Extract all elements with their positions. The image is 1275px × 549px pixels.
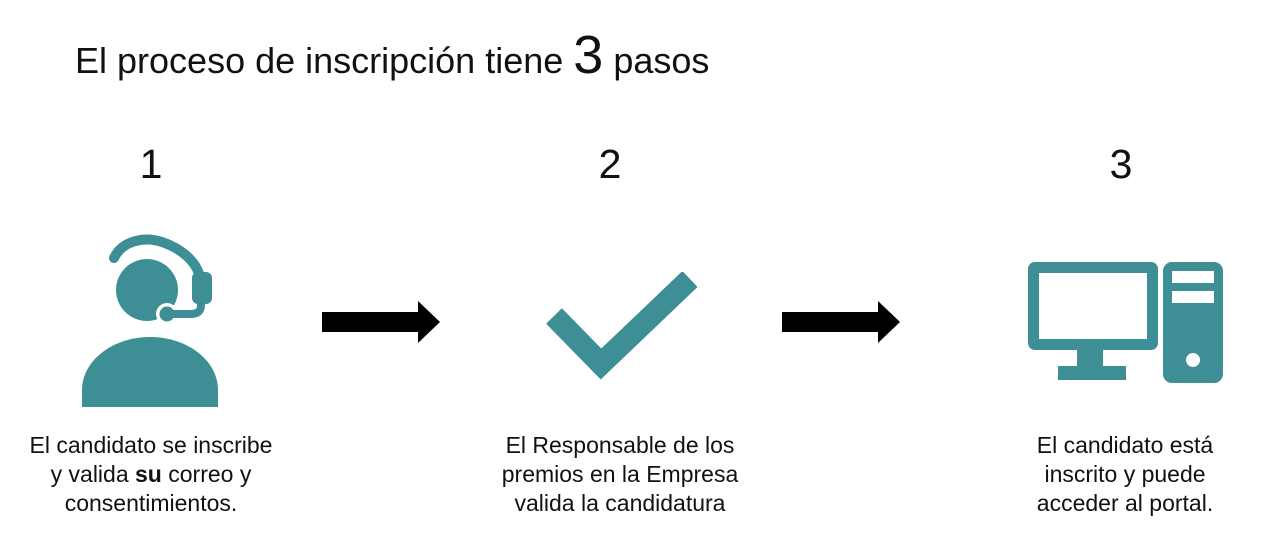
support-agent-headset-icon-svg xyxy=(82,234,218,407)
title-step-count: 3 xyxy=(573,25,604,85)
right-arrow-icon xyxy=(322,300,440,344)
caption-text: valida la candidatura xyxy=(514,490,726,516)
desktop-computer-icon-svg xyxy=(1028,262,1223,383)
right-arrow-icon-svg xyxy=(782,301,900,343)
caption-line: consentimientos. xyxy=(0,489,321,518)
desktop-computer-icon xyxy=(1028,261,1224,383)
caption-line: inscrito y puede xyxy=(955,460,1275,489)
right-arrow-icon-svg xyxy=(322,301,440,343)
caption-text: correo y xyxy=(161,461,252,487)
caption-line: El Responsable de los xyxy=(450,431,790,460)
title-text-prefix: El proceso de inscripción tiene xyxy=(75,40,574,81)
caption-line: acceder al portal. xyxy=(955,489,1275,518)
caption-text: El candidato se inscribe xyxy=(29,432,273,458)
caption-text: premios en la Empresa xyxy=(501,461,739,487)
step-2-caption: El Responsable de los premios en la Empre… xyxy=(450,431,790,518)
support-agent-headset-icon xyxy=(80,234,220,407)
step-1-number: 1 xyxy=(139,141,163,187)
caption-line: El candidato está xyxy=(955,431,1275,460)
step-3-caption: El candidato está inscrito y puede acceder… xyxy=(955,431,1275,518)
caption-text-bold: su xyxy=(135,461,162,487)
checkmark-icon-svg xyxy=(546,272,697,380)
caption-text: inscrito y puede xyxy=(1044,461,1206,487)
step-2-number: 2 xyxy=(598,141,622,187)
step-3-number: 3 xyxy=(1109,141,1133,187)
caption-text: acceder al portal. xyxy=(1036,490,1214,516)
caption-text: y valida xyxy=(50,461,136,487)
caption-line: valida la candidatura xyxy=(450,489,790,518)
caption-text: consentimientos. xyxy=(64,490,238,516)
caption-text: El Responsable de los xyxy=(505,432,735,458)
caption-text: El candidato está xyxy=(1036,432,1214,458)
title-text-suffix: pasos xyxy=(603,40,710,81)
checkmark-icon xyxy=(545,272,697,382)
caption-line: El candidato se inscribe xyxy=(0,431,321,460)
right-arrow-icon xyxy=(782,300,900,344)
diagram-title: El proceso de inscripción tiene 3 pasos xyxy=(75,25,709,91)
caption-line: premios en la Empresa xyxy=(450,460,790,489)
caption-line: y valida su correo y xyxy=(0,460,321,489)
